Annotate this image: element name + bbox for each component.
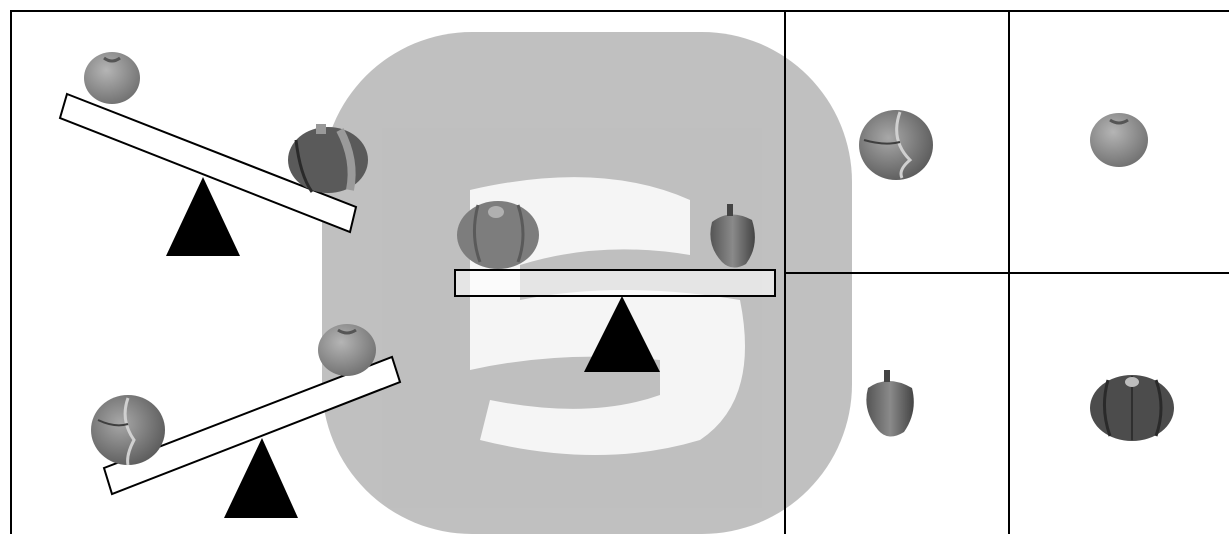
cabbage-icon: [91, 395, 165, 465]
tomato-icon: [318, 324, 376, 376]
balance-top-left: [60, 52, 368, 256]
fulcrum: [166, 177, 240, 256]
balance-beam: [455, 270, 775, 296]
tomato-icon: [84, 52, 140, 104]
option-cabbage[interactable]: [859, 110, 933, 180]
option-pumpkin[interactable]: [1090, 375, 1174, 441]
option-tomato[interactable]: [1090, 113, 1148, 167]
answer-grid: [785, 11, 1229, 534]
option-pepper[interactable]: [866, 370, 913, 437]
pumpkin-icon: [457, 201, 539, 269]
fulcrum: [224, 438, 298, 518]
